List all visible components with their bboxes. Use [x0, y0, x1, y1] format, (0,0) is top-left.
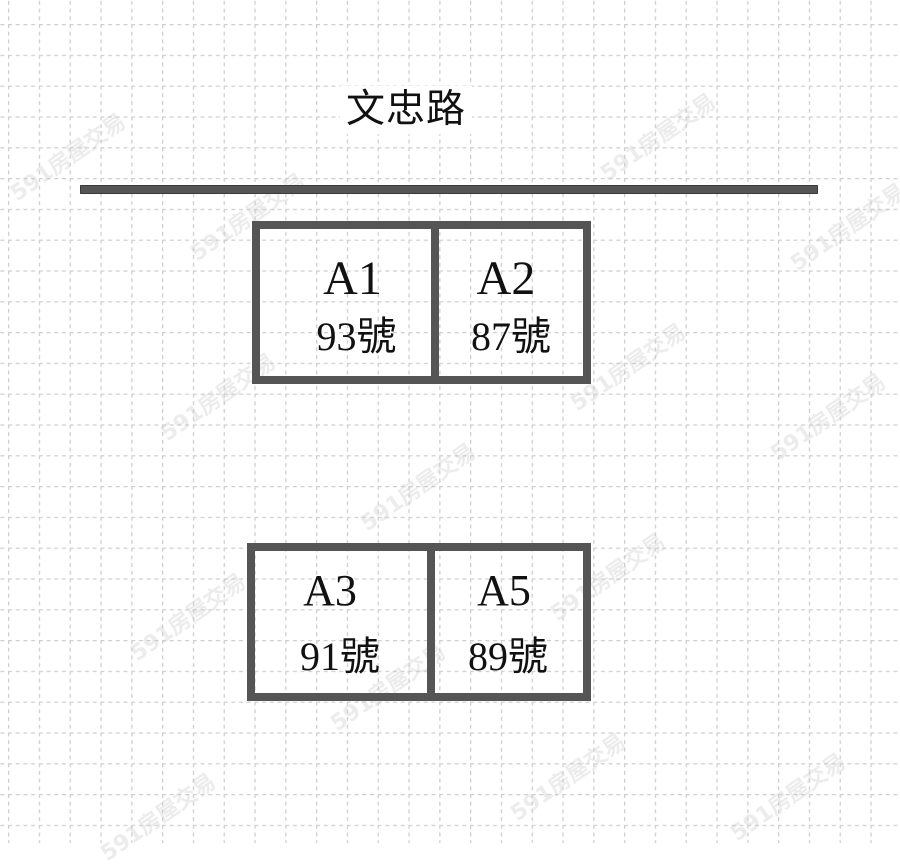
dashed-grid-background	[0, 0, 900, 843]
unit-group-front: A1 93號 A2 87號	[252, 221, 591, 384]
unit-a3: A3 91號	[255, 551, 427, 693]
unit-address-number: 87號	[471, 314, 551, 359]
unit-a5: A5 89號	[427, 551, 583, 693]
unit-code: A2	[476, 252, 536, 305]
unit-code: A1	[323, 252, 382, 305]
unit-group-rear: A3 91號 A5 89號	[247, 543, 591, 701]
unit-address-number: 93號	[316, 314, 397, 359]
unit-address-number: 91號	[300, 634, 380, 679]
unit-code: A5	[477, 566, 531, 615]
unit-a1: A1 93號	[260, 229, 431, 376]
unit-code: A3	[303, 566, 357, 615]
road-name-label: 文忠路	[340, 86, 473, 134]
unit-a2: A2 87號	[431, 229, 583, 376]
unit-address-number: 89號	[468, 634, 548, 679]
road-line	[80, 185, 818, 194]
